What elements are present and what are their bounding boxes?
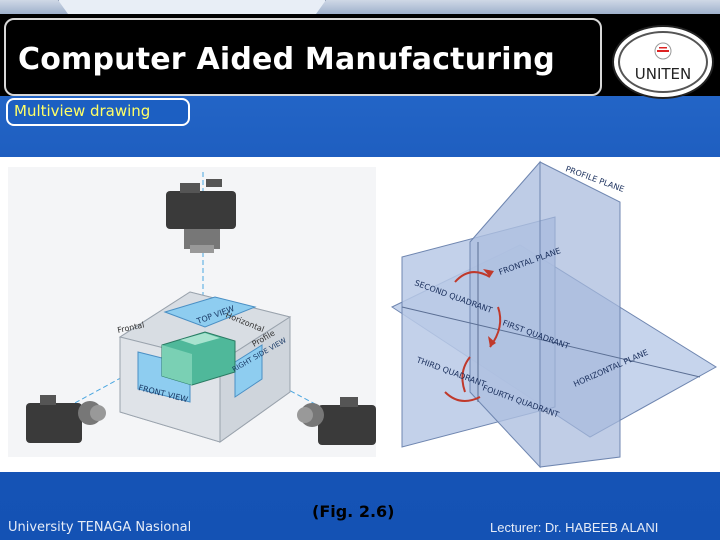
slide-title: Computer Aided Manufacturing — [18, 42, 555, 77]
logo-emblem-icon — [654, 42, 672, 60]
footer-lecturer: Lecturer: Dr. HABEEB ALANI — [490, 520, 659, 535]
front-camera-icon — [26, 395, 106, 443]
side-camera-icon — [297, 397, 376, 445]
subtitle-box: Multiview drawing — [6, 98, 190, 126]
top-camera-icon — [166, 179, 236, 253]
figure-svg: TOP VIEW FRONT VIEW RIGHT SIDE VIEW Hori… — [8, 157, 720, 472]
logo-ring — [618, 31, 708, 93]
slide-subtitle: Multiview drawing — [14, 102, 151, 120]
figure-panel: TOP VIEW FRONT VIEW RIGHT SIDE VIEW Hori… — [0, 157, 720, 472]
quadrant-planes-figure: PROFILE PLANE FRONTAL PLANE HORIZONTAL P… — [386, 157, 720, 472]
logo-text: UNITEN — [634, 65, 692, 83]
rotation-arrows-icon — [444, 269, 502, 402]
glass-box-figure: TOP VIEW FRONT VIEW RIGHT SIDE VIEW Hori… — [8, 167, 376, 457]
uniten-logo: UNITEN — [612, 25, 714, 99]
top-tab — [58, 0, 326, 15]
figure-caption: (Fig. 2.6) — [312, 502, 395, 521]
title-frame — [4, 18, 602, 96]
footer-university: University TENAGA Nasional — [8, 520, 192, 535]
glass-box — [118, 291, 292, 443]
